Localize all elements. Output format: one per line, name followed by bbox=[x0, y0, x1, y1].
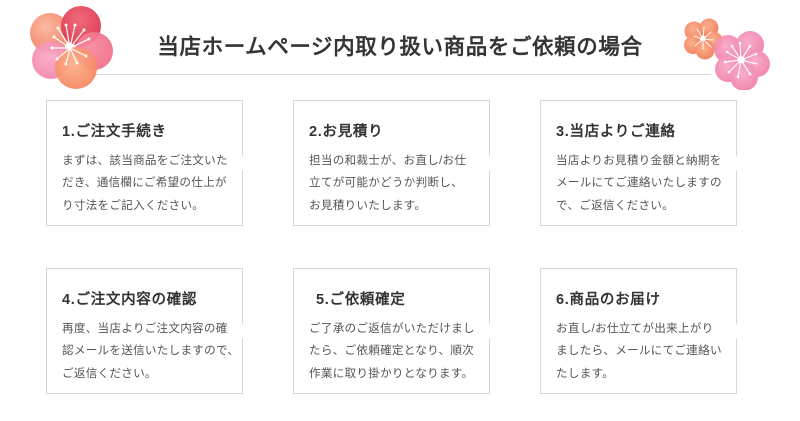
step-text-line: り寸法をご記入ください。 bbox=[62, 198, 205, 212]
step-text-line: 当店よりお見積り金額と納期を bbox=[556, 154, 722, 167]
step-text-line: 作業に取り掛かりとなります。 bbox=[309, 366, 474, 380]
step-text-line: ご返信ください。 bbox=[62, 366, 157, 380]
step-box-3: 3.当店よりご連絡 当店よりお見積り金額と納期を メールにてご連絡いたしますの … bbox=[540, 100, 737, 226]
step-title-1: 1.ご注文手続き bbox=[62, 124, 167, 140]
step-box-6: 6.商品のお届け お直し/お仕立てが出来上がり ましたら、メールにてご連絡い た… bbox=[540, 268, 737, 394]
step-text-line: 認メールを送信いたしますので、 bbox=[62, 344, 240, 358]
step-title-4: 4.ご注文内容の確認 bbox=[62, 292, 198, 308]
page-header: 当店ホームページ内取り扱い商品をご依頼の場合 bbox=[0, 0, 800, 92]
step-text-4: 再度、当店よりご注文内容の確 認メールを送信いたしますので、 ご返信ください。 bbox=[62, 318, 240, 385]
plum-blossom-pair-icon bbox=[684, 18, 770, 90]
step-frame-arrow-4 bbox=[46, 268, 243, 394]
page-title: 当店ホームページ内取り扱い商品をご依頼の場合 bbox=[157, 35, 643, 59]
step-text-line: 立てが可能かどうか判断し、 bbox=[309, 176, 463, 190]
header-divider bbox=[95, 74, 711, 75]
step-content-6: 6.商品のお届け お直し/お仕立てが出来上がり ましたら、メールにてご連絡い た… bbox=[540, 268, 737, 394]
step-box-5: 5.ご依頼確定 ご了承のご返信がいただけまし たら、ご依頼確定となり、順次 作業… bbox=[293, 268, 490, 394]
step-text-line: たします。 bbox=[556, 366, 615, 380]
step-title-2: 2.お見積り bbox=[309, 124, 384, 140]
step-text-line: お直し/お仕立てが出来上がり bbox=[556, 322, 714, 335]
step-box-4: 4.ご注文内容の確認 再度、当店よりご注文内容の確 認メールを送信いたしますので… bbox=[46, 268, 243, 394]
step-frame-arrow-5 bbox=[293, 268, 490, 394]
step-text-line: 担当の和裁士が、お直し/お仕 bbox=[309, 154, 467, 167]
step-text-line: まずは、該当商品をご注文いた bbox=[62, 154, 228, 167]
step-box-1: 1.ご注文手続き まずは、該当商品をご注文いた だき、通信欄にご希望の仕上が り… bbox=[46, 100, 243, 226]
step-title-5: 5.ご依頼確定 bbox=[316, 292, 406, 308]
step-text-line: メールにてご連絡いたしますの bbox=[556, 176, 722, 190]
step-content-4: 4.ご注文内容の確認 再度、当店よりご注文内容の確 認メールを送信いたしますので… bbox=[46, 268, 243, 394]
step-text-line: 再度、当店よりご注文内容の確 bbox=[62, 322, 228, 335]
step-text-6: お直し/お仕立てが出来上がり ましたら、メールにてご連絡い たします。 bbox=[556, 318, 722, 385]
step-box-2: 2.お見積り 担当の和裁士が、お直し/お仕 立てが可能かどうか判断し、 お見積り… bbox=[293, 100, 490, 226]
step-frame-arrow-6 bbox=[540, 268, 737, 394]
step-text-3: 当店よりお見積り金額と納期を メールにてご連絡いたしますの で、ご返信ください。 bbox=[556, 150, 722, 217]
step-text-line: ましたら、メールにてご連絡い bbox=[556, 344, 722, 358]
step-content-3: 3.当店よりご連絡 当店よりお見積り金額と納期を メールにてご連絡いたしますの … bbox=[540, 100, 737, 226]
step-text-line: お見積りいたします。 bbox=[309, 198, 427, 212]
step-text-5: ご了承のご返信がいただけまし たら、ご依頼確定となり、順次 作業に取り掛かりとな… bbox=[309, 318, 475, 385]
step-text-1: まずは、該当商品をご注文いた だき、通信欄にご希望の仕上が り寸法をご記入くださ… bbox=[62, 150, 228, 217]
step-text-line: たら、ご依頼確定となり、順次 bbox=[309, 344, 475, 358]
step-text-line: だき、通信欄にご希望の仕上が bbox=[62, 176, 227, 190]
step-text-line: で、ご返信ください。 bbox=[556, 198, 674, 212]
plum-blossom-icon bbox=[30, 6, 113, 89]
step-frame-arrow-1 bbox=[46, 100, 243, 226]
step-content-5: 5.ご依頼確定 ご了承のご返信がいただけまし たら、ご依頼確定となり、順次 作業… bbox=[293, 268, 490, 394]
step-text-2: 担当の和裁士が、お直し/お仕 立てが可能かどうか判断し、 お見積りいたします。 bbox=[309, 150, 474, 217]
step-title-3: 3.当店よりご連絡 bbox=[556, 124, 676, 140]
step-frame-arrow-3 bbox=[540, 100, 737, 226]
step-content-2: 2.お見積り 担当の和裁士が、お直し/お仕 立てが可能かどうか判断し、 お見積り… bbox=[293, 100, 490, 226]
step-text-line: ご了承のご返信がいただけまし bbox=[309, 322, 475, 335]
step-frame-arrow-2 bbox=[293, 100, 490, 226]
step-content-1: 1.ご注文手続き まずは、該当商品をご注文いた だき、通信欄にご希望の仕上が り… bbox=[46, 100, 243, 226]
step-title-6: 6.商品のお届け bbox=[556, 292, 661, 308]
